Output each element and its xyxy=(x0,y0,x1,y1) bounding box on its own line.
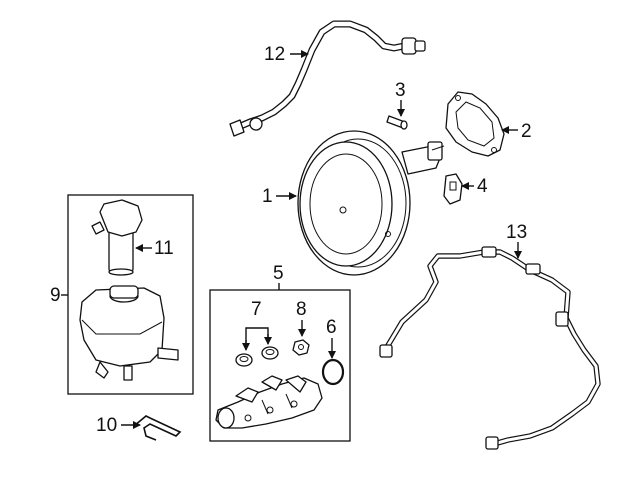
callout-label-3: 3 xyxy=(395,80,406,101)
callout-11: 11 xyxy=(135,238,174,259)
callout-12: 12 xyxy=(264,44,309,65)
fluid-reservoir-part xyxy=(79,285,179,381)
callout-label-10: 10 xyxy=(96,415,117,436)
callout-label-7: 7 xyxy=(251,299,262,320)
pin-part xyxy=(386,115,408,130)
retaining-clip-part xyxy=(133,415,182,441)
master-cylinder-group-box xyxy=(209,289,351,442)
callout-label-8: 8 xyxy=(296,299,307,320)
vacuum-hose-part xyxy=(229,20,426,137)
brake-booster-part xyxy=(297,130,445,276)
o-ring-part xyxy=(321,358,345,386)
callout-2: 2 xyxy=(501,121,532,142)
nut-part xyxy=(292,339,310,356)
brake-line-part xyxy=(379,246,601,450)
callout-9: 9 xyxy=(50,285,68,306)
gasket-part xyxy=(445,91,505,157)
callout-label-6: 6 xyxy=(326,317,337,338)
callout-label-5: 5 xyxy=(273,263,284,284)
reservoir-cap-part xyxy=(91,199,143,276)
callout-13: 13 xyxy=(506,222,527,259)
callout-5: 5 xyxy=(273,263,284,290)
callout-1: 1 xyxy=(262,186,297,207)
master-cylinder-part xyxy=(215,375,323,429)
callout-10: 10 xyxy=(96,415,141,436)
grommet-part xyxy=(235,346,279,367)
clip-part xyxy=(443,173,463,205)
callout-label-1: 1 xyxy=(262,186,273,207)
callout-7: 7 xyxy=(242,299,272,351)
callout-3: 3 xyxy=(395,80,406,117)
callout-label-12: 12 xyxy=(264,44,285,65)
callout-8: 8 xyxy=(296,299,307,337)
callout-6: 6 xyxy=(326,317,337,359)
callout-label-2: 2 xyxy=(521,121,532,142)
callout-label-11: 11 xyxy=(154,238,174,259)
callout-label-9: 9 xyxy=(50,285,61,306)
callout-label-13: 13 xyxy=(506,222,527,243)
callout-4: 4 xyxy=(461,176,488,197)
callout-label-4: 4 xyxy=(477,176,488,197)
